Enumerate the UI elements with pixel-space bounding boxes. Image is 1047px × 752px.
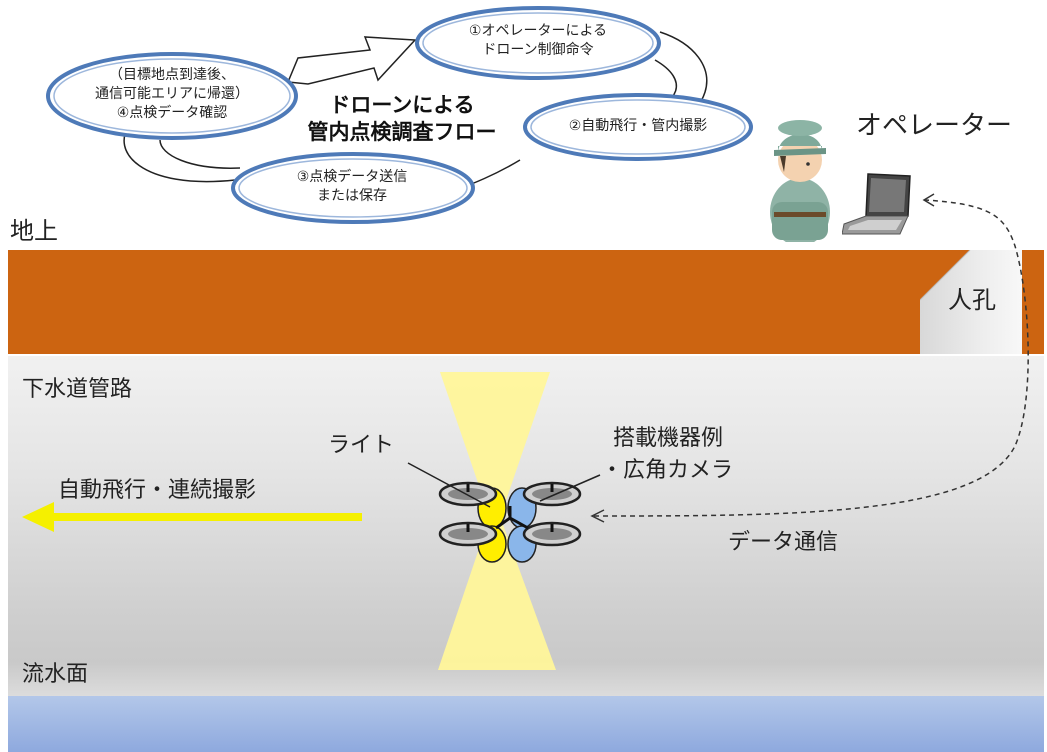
- operator-label: オペレーター: [856, 111, 1013, 141]
- flow-step4-line3: ④点検データ確認: [116, 104, 228, 121]
- light-label: ライト: [328, 433, 395, 458]
- drone-icon: [438, 481, 582, 563]
- flow-step2: ②自動飛行・管内撮影: [548, 117, 728, 136]
- flow-step4-line2: 通信可能エリアに帰還）: [95, 85, 249, 102]
- ground-layer: [8, 250, 1044, 354]
- pipe-label: 下水道管路: [22, 377, 133, 402]
- manhole-shape: [920, 250, 1022, 354]
- operator-person-icon: [770, 120, 830, 242]
- callout-lines: [407, 462, 601, 508]
- flow-step3-line1: ③点検データ送信: [296, 169, 408, 185]
- flow-step4: （目標地点到達後、 通信可能エリアに帰還） ④点検データ確認: [66, 66, 278, 123]
- flow-step4-line1: （目標地点到達後、: [109, 67, 235, 83]
- flow-title-line1: ドローンによる: [329, 93, 475, 117]
- data-comm-label: データ通信: [728, 530, 839, 555]
- flow-step2-line1: ②自動飛行・管内撮影: [568, 118, 708, 134]
- data-comm-line: [590, 193, 1029, 523]
- flow-step3-oval: [231, 152, 475, 224]
- flow-step3-line2: または保存: [317, 187, 387, 204]
- flow-step1-oval: [415, 6, 661, 80]
- ground-label: 地上: [10, 217, 58, 245]
- water-surface-band: [8, 696, 1044, 752]
- auto-flight-arrow: [22, 502, 362, 532]
- flow-step1-line1: ①オペレーターによる: [468, 23, 608, 39]
- flow-title: ドローンによる 管内点検調査フロー: [292, 92, 512, 147]
- equipment-title: 搭載機器例: [613, 426, 724, 451]
- auto-flight-label: 自動飛行・連続撮影: [58, 478, 257, 503]
- manhole-label: 人孔: [948, 286, 996, 314]
- flow-title-line2: 管内点検調査フロー: [307, 120, 497, 145]
- light-beam: [438, 372, 556, 670]
- flow-ovals: [46, 6, 753, 224]
- equipment-item: ・広角カメラ: [601, 458, 734, 483]
- flow-step1: ①オペレーターによる ドローン制御命令: [440, 22, 636, 60]
- flow-step2-oval: [523, 93, 753, 161]
- water-surface-label: 流水面: [22, 662, 89, 687]
- flow-step3: ③点検データ送信 または保存: [262, 168, 442, 206]
- laptop-icon: [842, 173, 911, 235]
- flow-step4-oval: [46, 52, 298, 140]
- flow-step1-line2: ドローン制御命令: [482, 41, 594, 58]
